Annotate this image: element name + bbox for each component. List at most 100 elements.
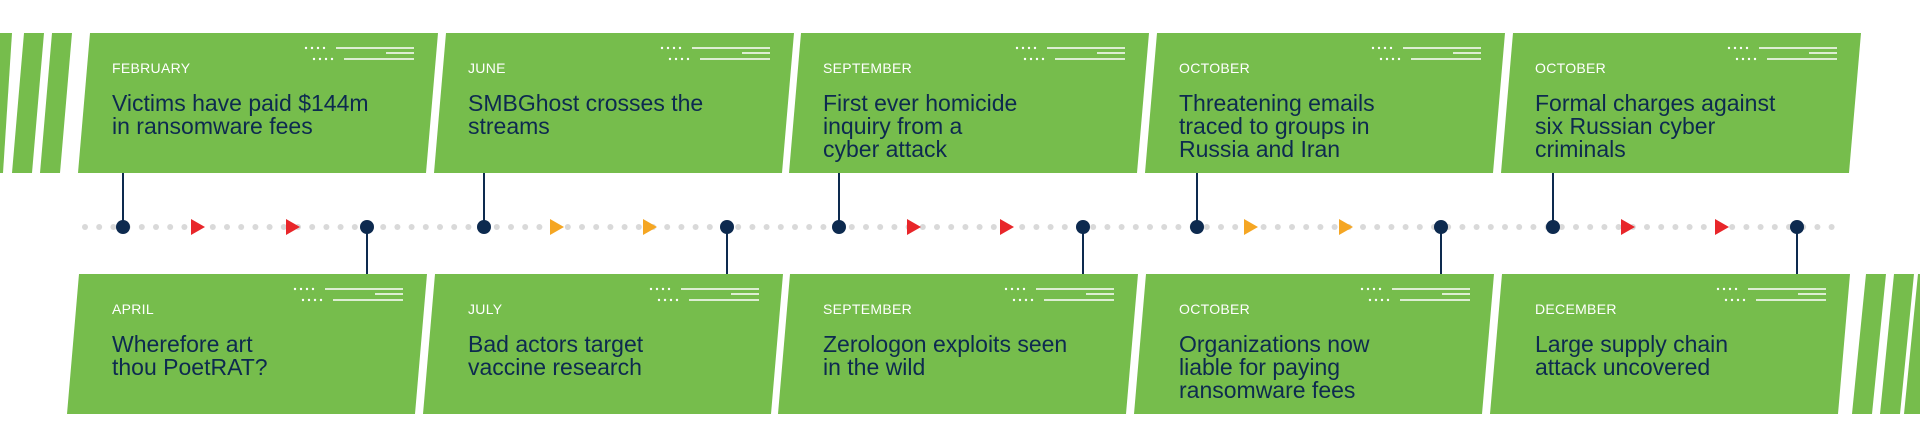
axis-dot — [1132, 224, 1139, 230]
card-corner-dot — [649, 287, 653, 291]
card-corner-dot — [1374, 298, 1378, 302]
card-corner-dot — [1010, 287, 1014, 291]
axis-dot — [1303, 224, 1310, 230]
card-corner-dot — [1385, 57, 1389, 61]
card-corner-dot — [1380, 298, 1384, 302]
axis-dot — [422, 224, 429, 230]
axis-dot — [1601, 224, 1608, 230]
axis-dot — [1473, 224, 1480, 230]
axis-dot — [96, 224, 103, 230]
card-corner-dot — [318, 57, 322, 61]
direction-arrow-icon — [1339, 219, 1353, 235]
card-corner-dot — [1371, 46, 1375, 50]
axis-dot — [337, 224, 344, 230]
axis-dot — [522, 224, 529, 230]
direction-arrow-icon — [643, 219, 657, 235]
card-corner-dot — [1753, 57, 1757, 61]
axis-dot — [1516, 224, 1523, 230]
bottom-event-card-shape — [423, 274, 783, 414]
axis-dot — [266, 224, 273, 230]
event-month: FEBRUARY — [112, 60, 191, 76]
axis-dot — [1033, 224, 1040, 230]
axis-dot — [209, 224, 216, 230]
timeline-node — [116, 220, 130, 234]
card-corner-dot — [657, 298, 661, 302]
card-corner-dot — [1029, 57, 1033, 61]
timeline-axis — [82, 173, 1835, 274]
bottom-event-card-3: SEPTEMBER Zerologon exploits seen in the… — [823, 301, 1123, 379]
bottom-event-card-5: DECEMBER Large supply chain attack uncov… — [1535, 301, 1835, 379]
bottom-event-card-4: OCTOBER Organizations now liable for pay… — [1179, 301, 1479, 402]
card-corner-dot — [1739, 46, 1743, 50]
card-corner-dot — [686, 57, 690, 61]
axis-dot — [607, 224, 614, 230]
card-corner-dot — [1383, 46, 1387, 50]
timeline-node — [1190, 220, 1204, 234]
bottom-event-card-shape — [1490, 274, 1850, 414]
event-month: SEPTEMBER — [823, 301, 913, 317]
card-corner-dot — [655, 287, 659, 291]
top-event-card-4: OCTOBER Threatening emails traced to gro… — [1179, 60, 1479, 161]
axis-dot — [749, 224, 756, 230]
card-corner-dot — [667, 287, 671, 291]
card-corner-dot — [316, 46, 320, 50]
axis-dot — [1374, 224, 1381, 230]
card-corner-dot — [1716, 287, 1720, 291]
axis-dot — [1274, 224, 1281, 230]
decorative-stripe — [1852, 274, 1886, 414]
direction-arrow-icon — [286, 219, 300, 235]
card-corner-dot — [668, 57, 672, 61]
card-corner-dot — [1027, 46, 1031, 50]
axis-dot — [493, 224, 500, 230]
axis-dot — [1502, 224, 1508, 230]
card-corner-dot — [1391, 57, 1395, 61]
axis-dot — [1090, 224, 1097, 230]
axis-dot — [735, 224, 742, 230]
top-event-card-shape — [434, 33, 794, 173]
card-corner-dot — [310, 46, 314, 50]
decorative-stripes — [0, 33, 1920, 414]
axis-dot — [1232, 224, 1239, 230]
card-corner-dot — [1733, 46, 1737, 50]
card-corner-dot — [1722, 287, 1726, 291]
axis-dot — [1487, 224, 1494, 230]
card-corner-dot — [311, 287, 315, 291]
top-event-card-1: FEBRUARY Victims have paid $144m in rans… — [112, 60, 412, 138]
axis-dot — [1118, 224, 1125, 230]
event-cards — [67, 33, 1861, 414]
axis-dot — [1644, 224, 1650, 230]
top-event-card-5: OCTOBER Formal charges against six Russi… — [1535, 60, 1835, 161]
decorative-stripe — [1904, 274, 1920, 414]
axis-dot — [877, 224, 884, 230]
card-corner-dot — [1377, 46, 1381, 50]
card-corner-dot — [1024, 298, 1028, 302]
card-corner-dot — [661, 287, 665, 291]
axis-dot — [451, 224, 458, 230]
card-corner-dot — [680, 57, 684, 61]
event-month: OCTOBER — [1179, 301, 1251, 317]
event-title: Bad actors target vaccine research — [468, 331, 644, 380]
card-corner-dot — [1016, 287, 1020, 291]
timeline-node — [360, 220, 374, 234]
card-corner-dot — [675, 298, 679, 302]
axis-dot — [664, 224, 671, 230]
axis-dot — [351, 224, 358, 230]
top-event-card-shape — [1145, 33, 1505, 173]
axis-dot — [621, 224, 628, 230]
card-corner-dot — [1018, 298, 1022, 302]
card-corner-dot — [1015, 46, 1019, 50]
card-corner-dot — [1741, 57, 1745, 61]
axis-dot — [1416, 224, 1423, 230]
axis-dot — [593, 224, 600, 230]
axis-dot — [465, 224, 472, 230]
card-corner-dot — [324, 57, 328, 61]
card-corner-dot — [666, 46, 670, 50]
card-corner-dot — [660, 46, 664, 50]
axis-dot — [863, 224, 869, 230]
timeline-node — [477, 220, 491, 234]
event-month: JULY — [468, 301, 503, 317]
axis-dot — [1459, 224, 1466, 230]
axis-dot — [990, 224, 997, 230]
event-month: OCTOBER — [1535, 60, 1607, 76]
